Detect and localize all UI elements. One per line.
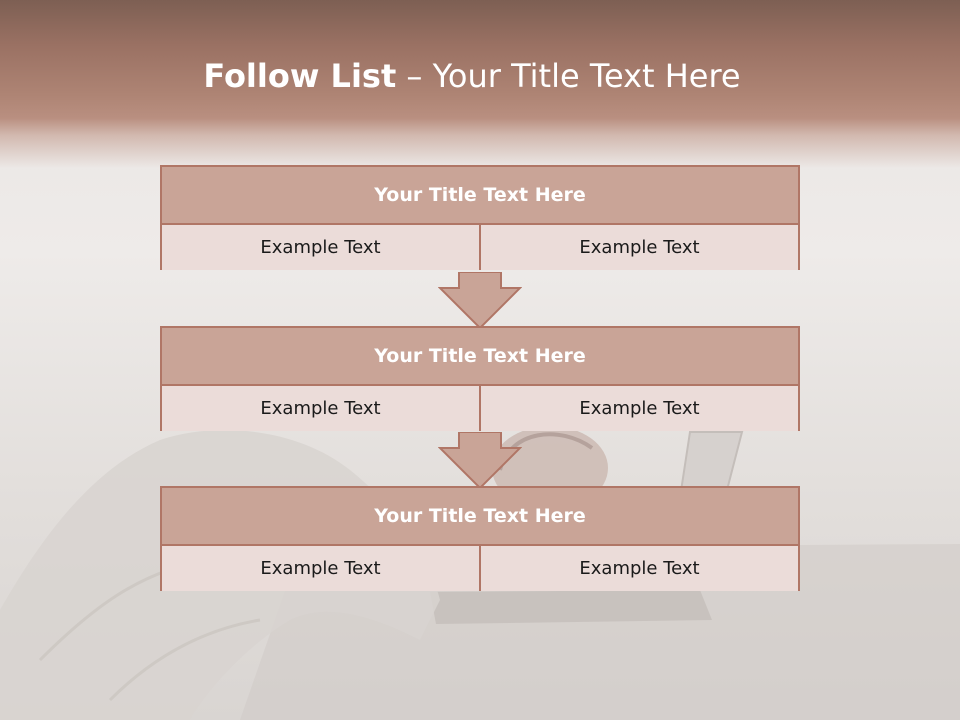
- follow-block-3: Your Title Text Here Example Text Exampl…: [160, 486, 800, 591]
- block-title: Your Title Text Here: [162, 328, 798, 386]
- block-row: Example Text Example Text: [162, 386, 798, 431]
- block-right-text: Example Text: [479, 225, 798, 270]
- block-row: Example Text Example Text: [162, 225, 798, 270]
- down-arrow-icon: [438, 432, 522, 490]
- block-row: Example Text Example Text: [162, 546, 798, 591]
- block-title: Your Title Text Here: [162, 167, 798, 225]
- block-left-text: Example Text: [260, 237, 381, 258]
- follow-block-2: Your Title Text Here Example Text Exampl…: [160, 326, 800, 431]
- slide-title: Follow List – Your Title Text Here: [0, 54, 944, 98]
- header-band: [0, 0, 960, 168]
- block-right-text: Example Text: [479, 386, 798, 431]
- block-right-text: Example Text: [479, 546, 798, 591]
- block-left-text: Example Text: [260, 398, 381, 419]
- title-rest: – Your Title Text Here: [406, 57, 741, 95]
- title-bold: Follow List: [203, 57, 397, 95]
- block-title: Your Title Text Here: [162, 488, 798, 546]
- follow-block-1: Your Title Text Here Example Text Exampl…: [160, 165, 800, 270]
- down-arrow-icon: [438, 272, 522, 330]
- block-left-text: Example Text: [260, 558, 381, 579]
